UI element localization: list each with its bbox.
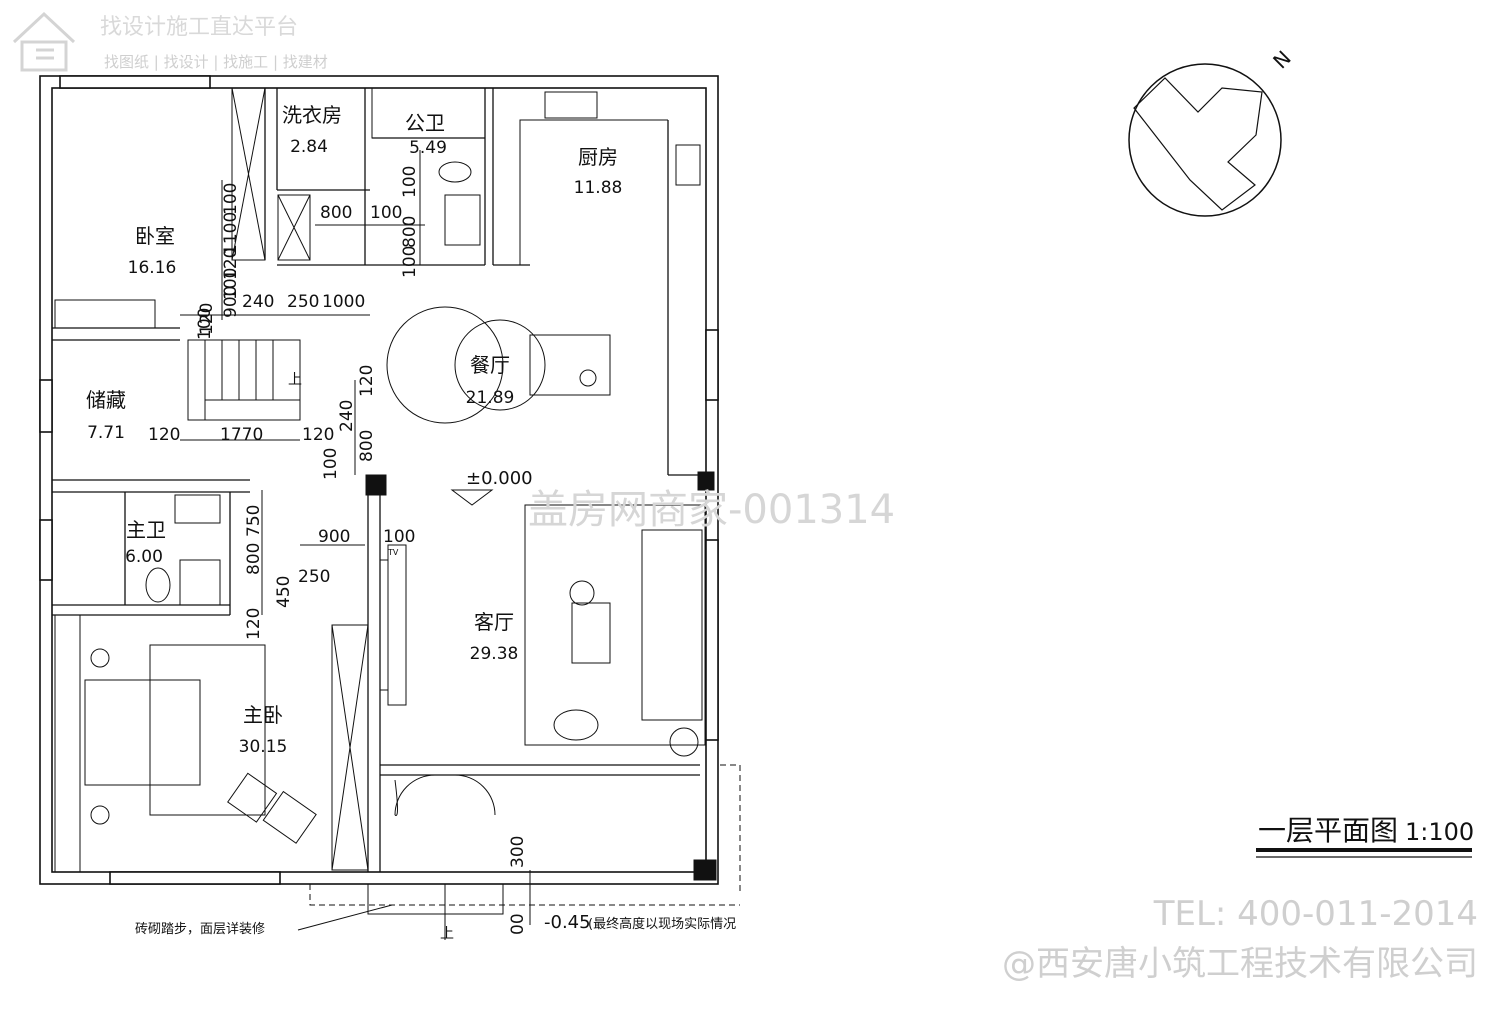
dim-250: 250 <box>287 292 319 312</box>
watermarks: 盖房网商家-001314 TEL: 400-011-2014 @西安唐小筑工程技… <box>528 487 1478 984</box>
laundry-area: 2.84 <box>290 137 328 157</box>
dim-1100: 1100 <box>221 212 241 255</box>
company-watermark: @西安唐小筑工程技术有限公司 <box>1002 944 1478 984</box>
level-note: (最终高度以现场实际情况 <box>588 916 736 932</box>
dim-100-e: 100 <box>195 308 215 340</box>
dim-800: 800 <box>320 203 352 223</box>
drawing-title-block: 一层平面图 1:100 <box>1256 814 1474 858</box>
dim-300: 300 <box>508 836 528 868</box>
dim-800-c: 800 <box>357 430 377 462</box>
drawing-title: 一层平面图 <box>1258 814 1398 847</box>
dim-120-c: 120 <box>148 425 180 445</box>
master-bedroom-name: 主卧 <box>243 703 283 727</box>
dim-00: 00 <box>508 913 528 935</box>
laundry-name: 洗衣房 <box>282 103 342 127</box>
north-compass: N <box>1128 46 1296 217</box>
dim-120-f: 120 <box>244 608 264 640</box>
master-bath-name: 主卫 <box>126 518 166 542</box>
public-bath-area: 5.49 <box>409 138 447 158</box>
level-low: -0.45 <box>544 912 591 933</box>
entry-up-label: 上 <box>440 926 454 942</box>
logo-title: 找设计施工直达平台 <box>100 15 298 40</box>
dim-100-v: 100 <box>400 166 420 198</box>
dim-750: 750 <box>244 505 264 537</box>
house-logo-icon <box>12 11 76 72</box>
dim-100-f: 100 <box>321 448 341 480</box>
compass-circle <box>1128 63 1282 217</box>
dim-1000: 1000 <box>322 292 365 312</box>
dining-area: 21.89 <box>466 388 515 408</box>
logo-subtitle: 找图纸 | 找设计 | 找施工 | 找建材 <box>104 53 328 71</box>
dim-450: 450 <box>274 576 294 608</box>
dim-100-c: 100 <box>221 183 241 215</box>
dim-120-d: 120 <box>302 425 334 445</box>
dim-1770: 1770 <box>220 425 263 445</box>
north-arrow-icon <box>1133 77 1263 211</box>
dim-100-d: 100 <box>221 268 241 300</box>
dim-120-b: 120 <box>197 303 217 335</box>
dimension-lines <box>180 150 531 925</box>
dim-100-b: 100 <box>400 246 420 278</box>
kitchen-area: 11.88 <box>574 178 623 198</box>
public-bath-name: 公卫 <box>405 111 445 135</box>
storage-area: 7.71 <box>87 423 125 443</box>
dining-name: 餐厅 <box>470 353 510 377</box>
dim-900: 900 <box>221 286 241 318</box>
dim-250-b: 250 <box>298 567 330 587</box>
tv-label: TV <box>387 548 399 557</box>
step-note: 砖砌踏步，面层详装修 <box>135 922 265 937</box>
compass-n-label: N <box>1268 46 1296 74</box>
kitchen-name: 厨房 <box>578 145 618 169</box>
storage-name: 储藏 <box>86 388 126 412</box>
logo: 找设计施工直达平台 找图纸 | 找设计 | 找施工 | 找建材 <box>12 11 328 72</box>
dim-240-b: 240 <box>337 400 357 432</box>
bedroom-name: 卧室 <box>135 224 175 248</box>
bedroom-area: 16.16 <box>128 258 177 278</box>
stair-up-label: 上 <box>288 372 302 388</box>
dimension-texts: 800 100 100 800 100 1100 100 120 100 900… <box>148 166 528 935</box>
outer-walls <box>39 75 719 885</box>
living-name: 客厅 <box>474 610 514 634</box>
level-triangle-icon <box>450 489 494 506</box>
dim-120-e: 120 <box>357 365 377 397</box>
center-watermark: 盖房网商家-001314 <box>528 487 895 533</box>
fixtures <box>54 87 741 940</box>
dim-800-v: 800 <box>400 216 420 248</box>
drawing-scale: 1:100 <box>1405 818 1474 846</box>
dim-800-d: 800 <box>244 543 264 575</box>
master-bath-area: 6.00 <box>125 547 163 567</box>
level-marker: ±0.000 <box>466 468 533 489</box>
master-bedroom-area: 30.15 <box>239 737 288 757</box>
tel-watermark: TEL: 400-011-2014 <box>1153 894 1478 934</box>
dim-100-g: 100 <box>383 527 415 547</box>
dim-900-b: 900 <box>318 527 350 547</box>
dim-240: 240 <box>242 292 274 312</box>
dim-120-a: 120 <box>221 248 241 280</box>
dim-100: 100 <box>370 203 402 223</box>
living-area: 29.38 <box>470 644 519 664</box>
annotations: ±0.000 砖砌踏步，面层详装修 -0.45 (最终高度以现场实际情况 上 上… <box>135 372 736 942</box>
room-labels: 洗衣房 2.84 公卫 5.49 厨房 11.88 卧室 16.16 餐厅 21… <box>86 103 622 757</box>
